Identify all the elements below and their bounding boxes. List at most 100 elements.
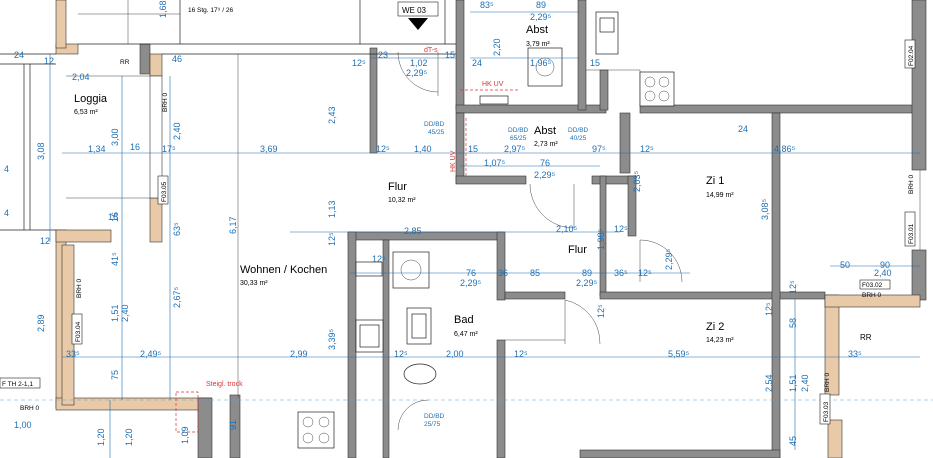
dim-15c: 15 <box>590 58 600 68</box>
f0204-tag: F02.04 <box>908 45 915 66</box>
dim-2-29a: 2,29⁵ <box>534 170 556 180</box>
dim-2-29e: 2,29⁵ <box>576 278 598 288</box>
f0304-tag: F03.04 <box>75 321 82 342</box>
dim-33b: 33⁵ <box>848 349 862 359</box>
dim-12-a: 12 <box>44 56 54 66</box>
dim-17: 17⁵ <box>162 144 176 154</box>
room-abst-top-area: 3,79 m² <box>526 41 550 48</box>
room-bad-area: 6,47 m² <box>454 331 478 338</box>
dim-12-d: 12⁵ <box>640 144 654 154</box>
dim-12-f: 12⁵ <box>327 232 337 246</box>
dim-91: 91 <box>228 420 238 430</box>
dim-1-09: 1,09 <box>180 426 190 444</box>
dim-2-40b: 2,40 <box>874 268 892 278</box>
dim-12-g: 12⁵ <box>614 224 628 234</box>
kitchen-counter <box>297 11 675 449</box>
dim-1-51b: 1,51 <box>788 374 798 392</box>
dim-2-29f: 2,29⁵ <box>664 248 674 270</box>
brh-loggia: BRH 0 <box>162 92 169 112</box>
dim-4a: 4 <box>4 164 9 174</box>
dim-12-k: 12⁵ <box>764 302 774 316</box>
dim-12-c: 12⁵ <box>376 144 390 154</box>
dim-85: 85 <box>530 268 540 278</box>
room-flur-small: Flur <box>568 244 587 256</box>
dim-6-17: 6,17 <box>228 216 238 234</box>
dim-2-00: 2,00 <box>446 349 464 359</box>
dim-1-68: 1,68 <box>158 0 168 18</box>
dim-1-34: 1,34 <box>88 144 106 154</box>
dim-97: 97⁵ <box>592 144 606 154</box>
room-abst-mid: Abst <box>534 125 556 137</box>
ddbd-2-size: 65/25 <box>510 135 527 142</box>
dim-12-j: 12⁵ <box>596 304 606 318</box>
dim-45: 45 <box>788 436 798 446</box>
dim-2-43: 2,43 <box>327 106 337 124</box>
dim-12-e: 12⁵ <box>352 58 366 68</box>
dim-3-08b: 3,08⁵ <box>760 198 770 220</box>
dimension-lines <box>49 11 920 458</box>
room-rr: RR <box>860 333 872 342</box>
hk-uv-tag: HK UV <box>482 81 504 88</box>
dim-50: 50 <box>840 260 850 270</box>
ddbd-4-size: 25/75 <box>424 421 441 428</box>
dim-3-00: 3,00 <box>110 128 120 146</box>
dim-12-i: 12⁵ <box>638 268 652 278</box>
fth-box <box>0 377 41 389</box>
dim-23: 23 <box>378 50 388 60</box>
room-zi1: Zi 1 <box>706 175 724 187</box>
dim-16-b: 16 <box>108 212 118 222</box>
dim-36b: 36⁵ <box>614 268 628 278</box>
dim-1-13: 1,13 <box>327 200 337 218</box>
dim-89b: 89 <box>582 268 592 278</box>
dim-1-96: 1,96⁵ <box>530 58 552 68</box>
f0204-box <box>904 39 916 69</box>
dim-12-h: 12⁵ <box>372 254 386 264</box>
dim-3-69: 3,69 <box>260 144 278 154</box>
dim-1-51: 1,51 <box>110 304 120 322</box>
dim-1-98: 1,98⁵ <box>596 228 606 250</box>
dim-2-89: 2,89 <box>36 314 46 332</box>
dim-2-04: 2,04 <box>72 72 90 82</box>
dim-4b: 4 <box>4 208 9 218</box>
dim-89: 89 <box>536 0 546 10</box>
ddbd-3: DD/BD <box>568 127 589 134</box>
brh-left: BRH 0 <box>20 405 40 412</box>
dim-2-54: 2,54 <box>764 374 774 392</box>
dim-1-00: 1,00 <box>14 420 32 430</box>
f0303-tag: F03.03 <box>823 401 830 422</box>
dim-12-m: 12⁵ <box>394 349 408 359</box>
dim-2-40a: 2,40 <box>172 122 182 140</box>
dim-5-59: 5,59⁵ <box>668 349 690 359</box>
brh-f0302: BRH 0 <box>862 292 882 299</box>
dim-15b: 15 <box>445 50 455 60</box>
dim-1-07: 1,07⁵ <box>484 158 506 168</box>
dim-2-40d: 2,40 <box>800 374 810 392</box>
f0302-tag: F03.02 <box>862 282 883 289</box>
dim-24b: 24 <box>738 124 748 134</box>
dim-58: 58 <box>788 318 798 328</box>
dim-2-49: 2,49⁵ <box>140 349 162 359</box>
room-zi2: Zi 2 <box>706 321 724 333</box>
dim-12-b: 12 <box>40 236 50 246</box>
dim-3-39: 3,39⁵ <box>327 328 337 350</box>
brh-zi1: BRH 0 <box>908 174 915 194</box>
dim-2-29c: 2,29⁵ <box>530 12 552 22</box>
dim-33a: 33⁵ <box>66 349 80 359</box>
rr-tag: RR <box>120 59 130 66</box>
steigl-tag: Steigl. trock <box>206 381 243 388</box>
structure-lines <box>0 0 933 401</box>
room-loggia-area: 6,53 m² <box>74 109 98 116</box>
f0301-tag: F03.01 <box>908 223 915 244</box>
dim-16-a: 16 <box>130 142 140 152</box>
dim-24c: 24 <box>472 58 482 68</box>
f0303-box <box>819 393 831 425</box>
dim-2-10: 2,10⁵ <box>556 224 578 234</box>
dim-90: 90 <box>880 260 890 270</box>
ddbd-1-size: 45/25 <box>428 129 445 136</box>
stair-label: 16 Stg. 17⁹ / 26 <box>188 7 233 14</box>
ddbd-1: DD/BD <box>424 121 445 128</box>
room-abst-mid-area: 2,73 m² <box>534 141 558 148</box>
brh-right-bottom: BRH 0 <box>824 372 831 392</box>
dim-75: 75 <box>110 370 120 380</box>
